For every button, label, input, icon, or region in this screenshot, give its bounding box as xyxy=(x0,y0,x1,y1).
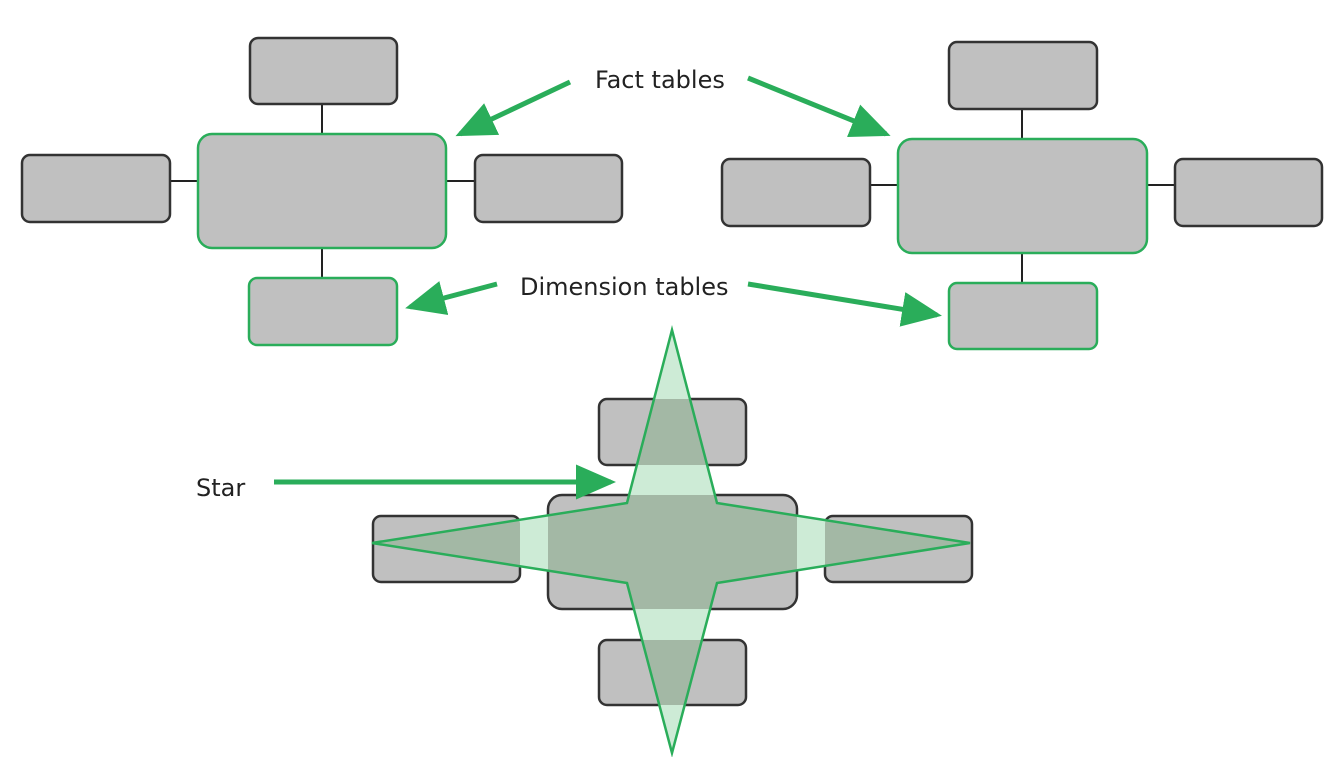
label-fact-tables: Fact tables xyxy=(595,66,725,94)
arrow-to-dimension-right xyxy=(747,281,942,327)
label-dimension-tables: Dimension tables xyxy=(520,273,729,301)
dimension-table-box xyxy=(20,153,172,224)
arrow-to-fact-left xyxy=(455,79,572,137)
schema-star xyxy=(371,325,974,757)
dimension-table-box xyxy=(1173,157,1324,228)
dimension-table-box xyxy=(473,153,624,224)
dimension-table-box-highlighted xyxy=(947,281,1099,351)
dimension-table-box xyxy=(947,40,1099,111)
dimension-table-box xyxy=(248,36,399,106)
annotation-arrows xyxy=(274,75,942,500)
dimension-table-box xyxy=(720,157,872,228)
fact-table-box xyxy=(196,132,448,250)
star-shape-outline xyxy=(371,325,971,757)
arrow-to-fact-right xyxy=(747,75,891,138)
schema-left xyxy=(20,36,624,347)
schema-right xyxy=(720,40,1324,351)
star-shape-overlap xyxy=(373,399,970,705)
label-star: Star xyxy=(196,474,245,502)
arrow-to-dimension-left xyxy=(405,281,498,315)
dimension-table-box-highlighted xyxy=(247,276,399,347)
fact-table-box xyxy=(896,137,1149,255)
